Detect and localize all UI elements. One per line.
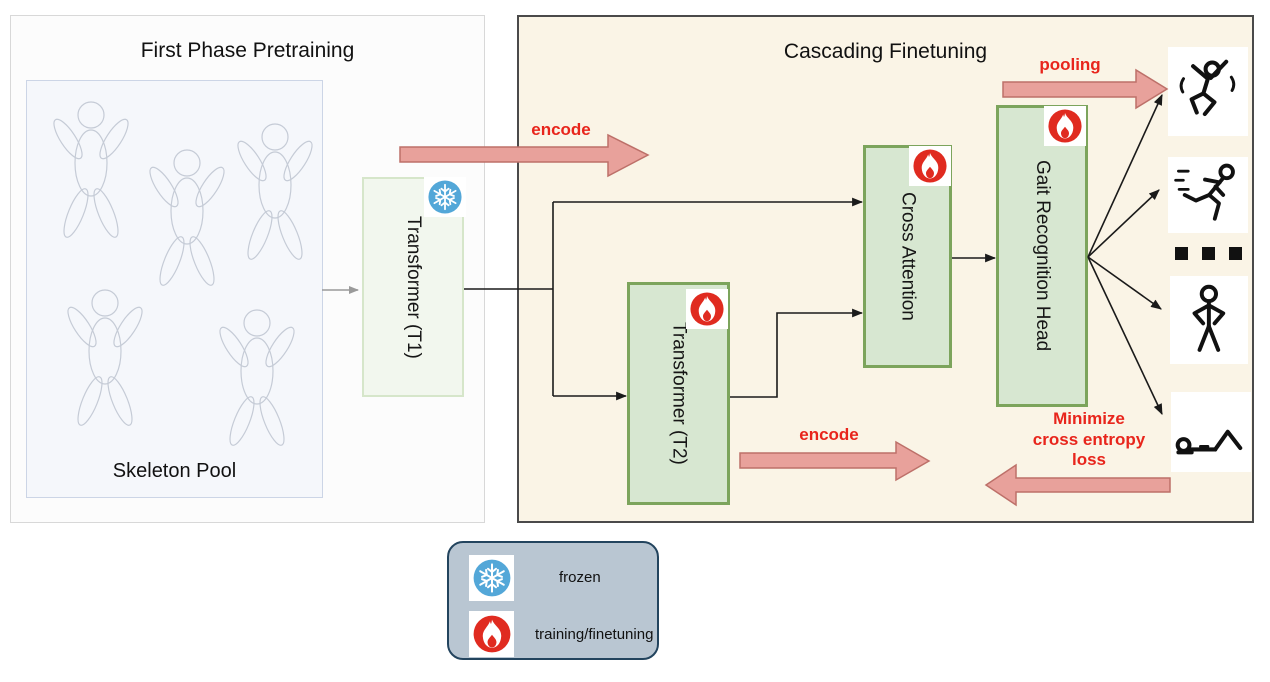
snowflake-icon: [424, 177, 466, 217]
ellipsis-dot: [1175, 247, 1188, 260]
transformer-t1-label: Transformer (T1): [403, 215, 424, 359]
skeleton-figure-icon: [219, 309, 295, 446]
cross-attention-label: Cross Attention: [897, 192, 919, 321]
first-phase-title: First Phase Pretraining: [140, 39, 355, 62]
minimize-loss-label: Minimize cross entropy loss: [1023, 409, 1155, 471]
skeleton-pool: Skeleton Pool: [26, 80, 323, 498]
legend: frozen training/finetuning: [447, 541, 659, 660]
cross-attention-box: Cross Attention: [863, 145, 952, 368]
transformer-t2-label: Transformer (T2): [668, 322, 690, 465]
skeleton-pool-label: Skeleton Pool: [112, 460, 237, 482]
ellipsis-dot: [1229, 247, 1242, 260]
standing-person-icon: [1170, 276, 1248, 364]
minimize-line-1: Minimize: [1053, 409, 1125, 428]
running-person-icon: [1168, 157, 1248, 233]
minimize-line-3: loss: [1071, 450, 1107, 470]
minimize-line-2: cross entropy: [1032, 429, 1146, 449]
cascading-finetuning-title: Cascading Finetuning: [783, 40, 988, 63]
encode-label-bottom: encode: [799, 425, 859, 444]
jumping-person-icon: [1168, 47, 1248, 136]
skeleton-figure-icon: [237, 123, 313, 260]
fire-icon: [469, 611, 514, 657]
gait-recognition-head-box: Gait Recognition Head: [996, 105, 1088, 407]
fire-icon: [686, 289, 728, 329]
encode-label-top: encode: [531, 120, 591, 139]
lying-person-icon: [1171, 392, 1251, 472]
fire-icon: [909, 146, 951, 186]
fire-icon: [1044, 106, 1086, 146]
pooling-label: pooling: [1039, 55, 1101, 74]
ellipsis-dot: [1202, 247, 1215, 260]
transformer-t2-box: Transformer (T2): [627, 282, 730, 505]
legend-training-label: training/finetuning: [535, 626, 654, 643]
skeleton-figure-icon: [53, 101, 129, 238]
skeleton-figure-icon: [67, 289, 143, 426]
legend-frozen-label: frozen: [559, 569, 601, 586]
skeleton-figure-icon: [149, 149, 225, 286]
transformer-t1-box: Transformer (T1): [362, 177, 466, 397]
class-ellipsis: [1175, 247, 1242, 260]
gait-recognition-head-label: Gait Recognition Head: [1032, 160, 1053, 352]
snowflake-icon: [469, 555, 514, 601]
